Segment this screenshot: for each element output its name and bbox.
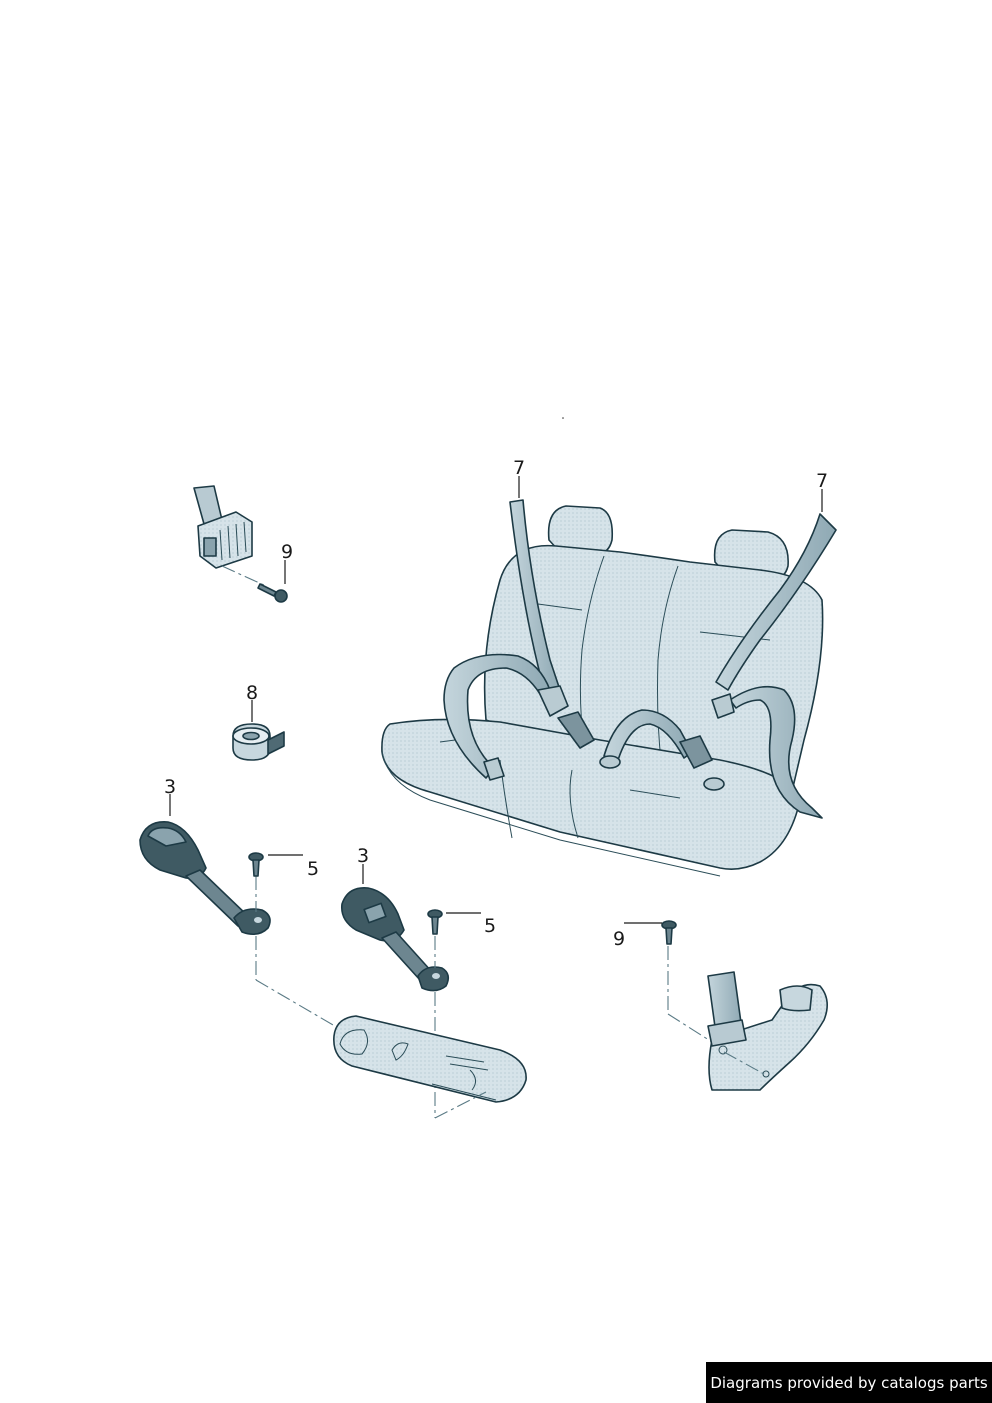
anchor-internal-guide [723, 1051, 765, 1075]
belt-center-buckle [679, 735, 713, 769]
callout-tape: 8 [246, 682, 258, 704]
retractor-screw-guide [221, 565, 267, 587]
anchor-screw [661, 920, 677, 945]
buckle-middle [340, 887, 450, 992]
adhesive-tape-roll [232, 723, 285, 761]
buckle-middle-button [363, 902, 387, 924]
bolt-left-shank [252, 859, 260, 877]
bracket-cutout-1 [339, 1029, 368, 1055]
buckle-left-slot [147, 826, 187, 847]
anchor-screw-shank [665, 927, 673, 945]
cushion-lower-edge [381, 751, 721, 877]
stitch-1 [537, 603, 583, 611]
backrest-seam-right [657, 565, 679, 771]
belt-anchor-bracket [707, 971, 828, 1091]
belt-left-latch-plate [537, 685, 569, 717]
bracket-rail [445, 1055, 489, 1071]
bracket-body [333, 1015, 527, 1103]
retractor-spool-lines [219, 521, 247, 561]
tape-roll-tail [267, 731, 285, 755]
stray-mark [562, 417, 564, 419]
floor-mounting-bracket [333, 1015, 527, 1103]
callout-anchor-screw: 9 [613, 928, 625, 950]
retractor-screw-head [274, 589, 288, 603]
bolt-left [248, 852, 264, 877]
anchor-bracket-tab [779, 985, 813, 1012]
buckle-left-anchor [233, 908, 271, 936]
retractor-side-plate [203, 537, 217, 557]
buckle-left-anchor-hole [254, 917, 262, 923]
bolt-middle-shank [431, 916, 439, 935]
callout-belt-left: 7 [513, 457, 525, 479]
callout-buckle-middle: 3 [357, 845, 369, 867]
belt-retractor [193, 485, 253, 569]
anchor-screw-guide-diag [667, 1013, 713, 1043]
buckle-left [139, 821, 271, 936]
retractor-screw [257, 583, 288, 603]
belt-center-assembly [599, 709, 725, 791]
belt-center-anchor-right [703, 777, 725, 791]
bracket-hook [469, 1069, 476, 1091]
belt-left-buckle [557, 711, 595, 749]
buckle-middle-anchor-hole [432, 973, 440, 979]
belt-left-anchor [483, 757, 505, 781]
anchor-loop [707, 1019, 747, 1047]
callout-bolt-middle: 5 [484, 915, 496, 937]
bracket-guide-right [434, 1091, 487, 1119]
callout-bolt-left: 5 [307, 858, 319, 880]
belt-right-assembly [711, 513, 837, 819]
bolt-middle [427, 909, 443, 935]
bracket-bar [431, 1083, 497, 1101]
credit-banner: Diagrams provided by catalogs parts [706, 1362, 992, 1403]
buckle-middle-anchor [417, 966, 450, 992]
retractor-screw-shank [257, 583, 277, 597]
bracket-cutout-2 [391, 1042, 409, 1061]
cushion-stitch-2 [629, 789, 681, 799]
belt-right-shoulder-strap [715, 513, 837, 691]
belt-left-assembly [443, 499, 595, 781]
belt-left-lap-strap [443, 653, 551, 779]
callout-belt-right: 7 [816, 470, 828, 492]
callout-buckle-left: 3 [164, 776, 176, 798]
buckle-left-guide-diag [255, 979, 353, 1037]
callout-retractor-screw: 9 [281, 541, 293, 563]
belt-right-latch-plate [711, 693, 735, 719]
anchor-bolt-hole [718, 1045, 728, 1055]
tape-roll-core [242, 731, 260, 741]
belt-right-lap-strap [729, 685, 823, 819]
belt-center-anchor-left [599, 755, 621, 769]
cushion-seam-2 [569, 769, 579, 839]
